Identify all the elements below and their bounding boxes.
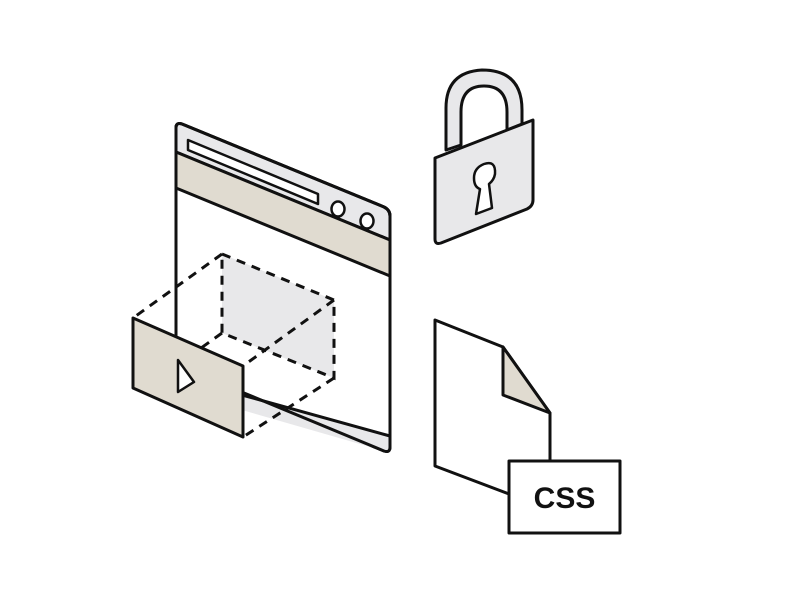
window-button-2 [359, 212, 375, 230]
folded-corner [501, 345, 552, 415]
play-icon [176, 358, 196, 394]
padlock-icon [433, 68, 535, 245]
css-badge [507, 459, 622, 535]
video-card [131, 316, 245, 439]
keyhole [472, 161, 497, 216]
css-badge-text: CSS [534, 482, 596, 515]
css-file: CSS [433, 318, 622, 535]
video-projection [132, 251, 336, 439]
window-button-1 [330, 200, 346, 218]
address-bar [186, 138, 320, 206]
